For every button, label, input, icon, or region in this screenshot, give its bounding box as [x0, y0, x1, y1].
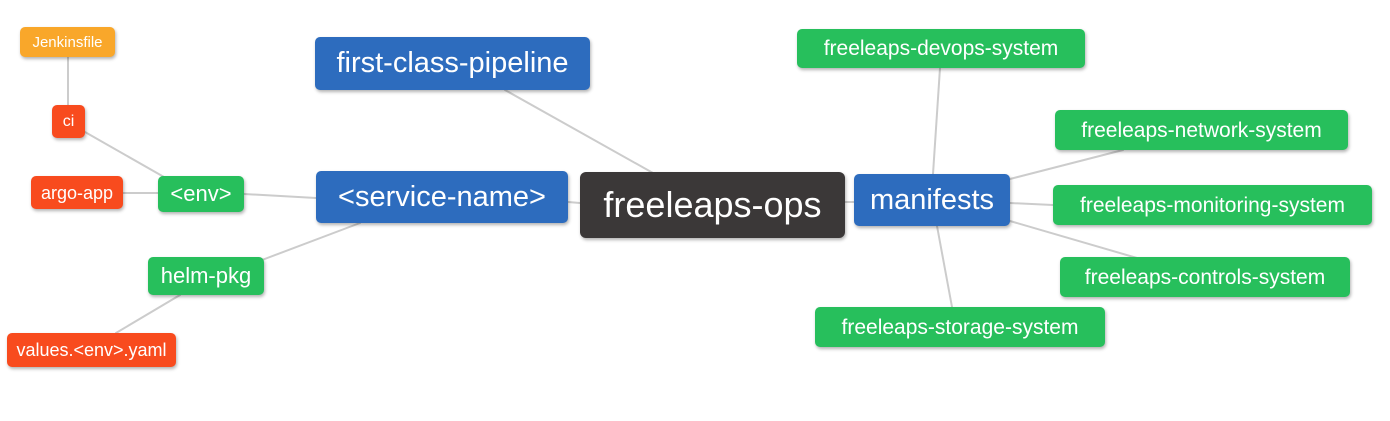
node-freeleaps-devops-system[interactable]: freeleaps-devops-system: [797, 29, 1085, 68]
node-freeleaps-controls-system[interactable]: freeleaps-controls-system: [1060, 257, 1350, 297]
node-argo-app[interactable]: argo-app: [31, 176, 123, 209]
node-service-name[interactable]: <service-name>: [316, 171, 568, 223]
node-jenkinsfile[interactable]: Jenkinsfile: [20, 27, 115, 57]
node-ci[interactable]: ci: [52, 105, 85, 138]
edge-manifests-controls: [1009, 220, 1138, 259]
node-freeleaps-network-system[interactable]: freeleaps-network-system: [1055, 110, 1348, 150]
node-values-env-yaml[interactable]: values.<env>.yaml: [7, 333, 176, 367]
node-freeleaps-monitoring-system[interactable]: freeleaps-monitoring-system: [1053, 185, 1372, 225]
edge-manifests-monitoring: [1009, 202, 1054, 206]
node-freeleaps-ops-root[interactable]: freeleaps-ops: [580, 172, 845, 238]
edge-service-name-helm-pkg: [261, 222, 361, 261]
edge-manifests-storage: [936, 225, 953, 308]
edge-env-service-name: [243, 193, 317, 199]
edge-manifests-network: [1005, 149, 1124, 181]
node-helm-pkg[interactable]: helm-pkg: [148, 257, 264, 295]
edge-pipeline-freeleaps-ops: [504, 89, 654, 174]
node-freeleaps-storage-system[interactable]: freeleaps-storage-system: [815, 307, 1105, 347]
edge-service-name-freeleaps-ops: [567, 201, 581, 204]
edge-ci-env: [84, 131, 165, 178]
node-env[interactable]: <env>: [158, 176, 244, 212]
edge-devops-manifests: [932, 67, 941, 175]
node-first-class-pipeline[interactable]: first-class-pipeline: [315, 37, 590, 90]
edge-helm-pkg-values-env-yaml: [115, 294, 181, 334]
node-manifests[interactable]: manifests: [854, 174, 1010, 226]
